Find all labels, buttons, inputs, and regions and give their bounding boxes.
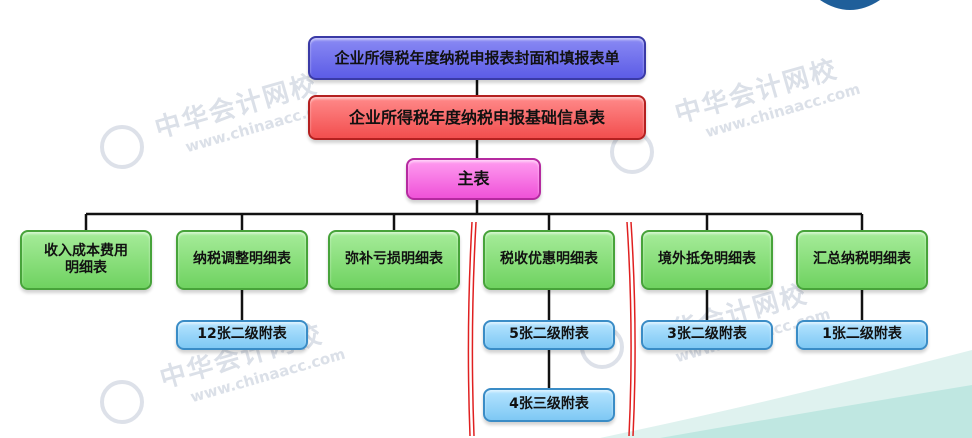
detail-foreign-credit: 境外抵免明细表 [641, 230, 773, 290]
detail-loss-offset: 弥补亏损明细表 [328, 230, 460, 290]
detail-tax-adjustment: 纳税调整明细表 [176, 230, 308, 290]
detail-income-cost: 收入成本费用 明细表 [20, 230, 152, 290]
basic-info-box: 企业所得税年度纳税申报基础信息表 [308, 95, 646, 140]
detail-consolidated-tax: 汇总纳税明细表 [796, 230, 928, 290]
sub-schedule-incentive-level2: 5张二级附表 [483, 320, 615, 350]
cover-form-box: 企业所得税年度纳税申报表封面和填报表单 [308, 36, 646, 80]
sub-schedule-foreign-credit: 3张二级附表 [641, 320, 773, 350]
detail-tax-incentive: 税收优惠明细表 [483, 230, 615, 290]
sub-schedule-consolidated: 1张二级附表 [796, 320, 928, 350]
main-table-box: 主表 [406, 158, 541, 200]
sub-schedule-incentive-level3: 4张三级附表 [483, 388, 615, 422]
sub-schedule-tax-adjustment: 12张二级附表 [176, 320, 308, 350]
